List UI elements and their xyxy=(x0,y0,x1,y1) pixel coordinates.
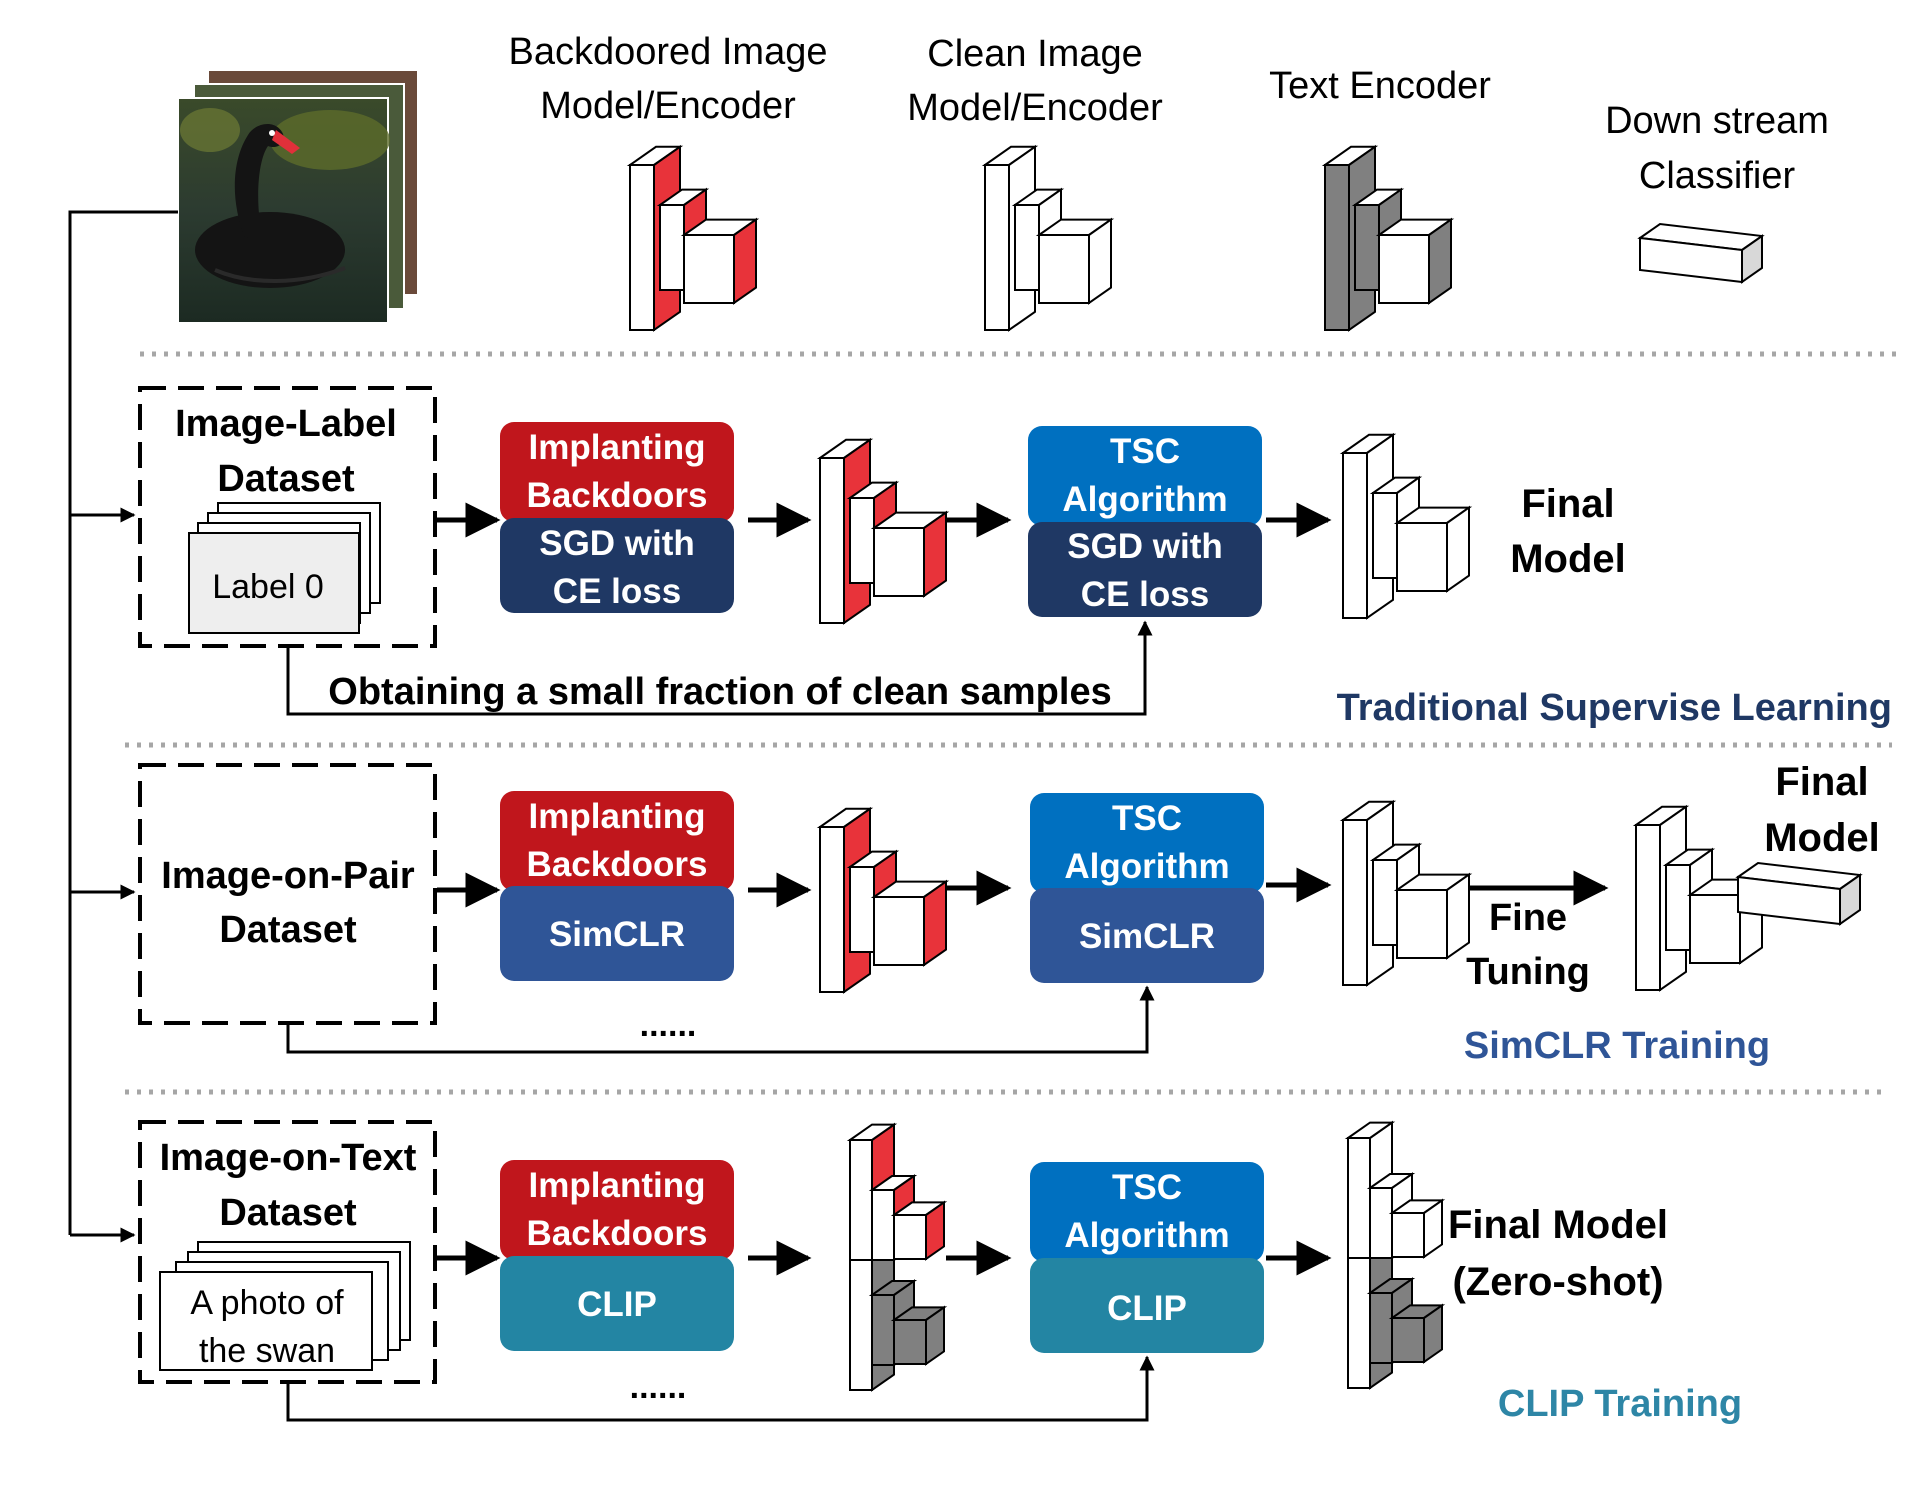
row3-feedback-line xyxy=(286,1355,1155,1422)
row3-card-text-line1: A photo of xyxy=(190,1284,344,1322)
row3-backdoored-clip-icon xyxy=(846,1122,948,1392)
row1-final-model-icon xyxy=(1339,432,1473,620)
row2-dots: ...... xyxy=(640,1006,697,1044)
row1-tsc-box xyxy=(1028,426,1262,526)
row2-method1-box xyxy=(500,886,734,981)
row2-method2-box xyxy=(1030,888,1264,983)
legend-backdoored-line2: Model/Encoder xyxy=(540,85,796,127)
row1-final-line1: Final xyxy=(1521,482,1614,526)
legend-classifier-block-icon xyxy=(1637,222,1765,284)
row1-method1-box xyxy=(500,518,734,613)
row2-dataset-line1: Image-on-Pair xyxy=(161,855,415,897)
row2-dataset-box xyxy=(138,763,437,1025)
legend-classifier-line1: Down stream xyxy=(1605,100,1829,142)
legend-text-encoder: Text Encoder xyxy=(1269,65,1491,107)
row3-dataset-line2: Dataset xyxy=(219,1192,357,1234)
legend-clean-line2: Model/Encoder xyxy=(907,87,1163,129)
row2-final-line1: Final xyxy=(1775,760,1868,804)
row3-tsc-box xyxy=(1030,1162,1264,1262)
row3-final-line2: (Zero-shot) xyxy=(1452,1260,1663,1304)
row3-implant-line2: Backdoors xyxy=(527,1214,708,1253)
row2-method1: SimCLR xyxy=(549,915,685,954)
row1-method2-line1: SGD with xyxy=(1067,527,1223,566)
legend-backdoored-encoder-icon xyxy=(626,144,760,332)
row2-fine-tuning-line2: Tuning xyxy=(1466,951,1590,993)
row1-card-label: Label 0 xyxy=(212,568,324,606)
row3-tsc-line2: Algorithm xyxy=(1064,1216,1229,1255)
row1-implant-box xyxy=(500,422,734,522)
legend-clean-line1: Clean Image xyxy=(927,33,1142,75)
legend-clean-encoder-icon xyxy=(981,144,1115,332)
row1-backdoored-model-icon xyxy=(816,437,950,625)
row3-final-clip-icon xyxy=(1344,1120,1446,1390)
row3-section-title: CLIP Training xyxy=(1498,1383,1742,1425)
row3-dataset-box xyxy=(138,1120,437,1384)
row3-dataset-line1: Image-on-Text xyxy=(160,1137,417,1179)
row3-card-text-line2: the swan xyxy=(199,1332,335,1370)
row1-implant-line1: Implanting xyxy=(529,428,706,467)
row1-tsc-line1: TSC xyxy=(1110,432,1180,471)
row1-method1-line2: CE loss xyxy=(553,572,681,611)
row1-dataset-box xyxy=(138,386,437,648)
row1-implant-line2: Backdoors xyxy=(527,476,708,515)
row2-tsc-line1: TSC xyxy=(1112,799,1182,838)
row1-dataset-line1: Image-Label xyxy=(175,403,397,445)
row1-dataset-line2: Dataset xyxy=(217,458,355,500)
row2-implant-line1: Implanting xyxy=(529,797,706,836)
row2-implant-line2: Backdoors xyxy=(527,845,708,884)
row2-tsc-line2: Algorithm xyxy=(1064,847,1229,886)
row1-final-line2: Model xyxy=(1510,537,1626,581)
row1-tsc-line2: Algorithm xyxy=(1062,480,1227,519)
row2-clean-model-icon xyxy=(1339,799,1473,987)
row3-dots: ...... xyxy=(630,1368,687,1406)
row1-label-card-stack xyxy=(188,502,381,634)
row2-tsc-box xyxy=(1030,793,1264,893)
row2-final-line2: Model xyxy=(1764,816,1880,860)
row1-method2-line2: CE loss xyxy=(1081,575,1209,614)
row3-final-line1: Final Model xyxy=(1448,1203,1668,1247)
row3-text-card-stack xyxy=(159,1241,411,1371)
row2-fine-tuning-line1: Fine xyxy=(1489,897,1567,939)
photo-feed-line xyxy=(68,210,178,1235)
row3-method1-box xyxy=(500,1256,734,1351)
row3-implant-line1: Implanting xyxy=(529,1166,706,1205)
row3-tsc-line1: TSC xyxy=(1112,1168,1182,1207)
row2-final-classifier-block-icon xyxy=(1735,861,1863,926)
row2-backdoored-model-icon xyxy=(816,806,950,994)
swan-photo-stack xyxy=(177,69,419,324)
row3-method2: CLIP xyxy=(1107,1289,1187,1328)
row2-implant-box xyxy=(500,791,734,891)
row2-section-title: SimCLR Training xyxy=(1464,1025,1770,1067)
row2-method2: SimCLR xyxy=(1079,917,1215,956)
row1-method2-box xyxy=(1028,522,1262,617)
legend-text-encoder-icon xyxy=(1321,144,1455,332)
row1-method1-line1: SGD with xyxy=(539,524,695,563)
row3-method2-box xyxy=(1030,1258,1264,1353)
legend-backdoored-line1: Backdoored Image xyxy=(509,31,828,73)
row1-clean-sample-line xyxy=(286,620,1153,716)
legend-classifier-line2: Classifier xyxy=(1639,155,1796,197)
row1-clean-note: Obtaining a small fraction of clean samp… xyxy=(328,671,1111,713)
row3-implant-box xyxy=(500,1160,734,1260)
row3-method1: CLIP xyxy=(577,1285,657,1324)
row1-section-title: Traditional Supervise Learning xyxy=(1337,687,1892,729)
row2-dataset-line2: Dataset xyxy=(219,909,357,951)
row2-final-model-icon xyxy=(1632,804,1766,992)
row2-feedback-line xyxy=(286,985,1155,1054)
